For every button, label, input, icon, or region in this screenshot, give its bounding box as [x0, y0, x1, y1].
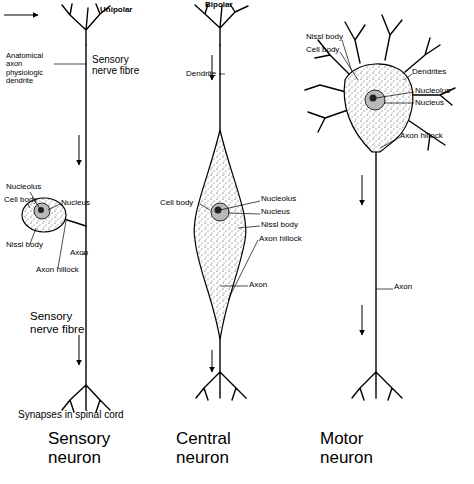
part-label: Axon — [394, 283, 424, 292]
part-label: Synapses in spinal cord — [18, 409, 158, 420]
part-label: Axon hillock — [400, 132, 470, 141]
part-label: Dendrites — [412, 68, 472, 77]
part-label: Nucleolus — [415, 87, 473, 96]
part-label: Nucleolus — [6, 183, 56, 192]
part-label: Nucleolus — [261, 195, 321, 204]
part-label: Nucleus — [61, 199, 111, 208]
part-label: Cell body — [306, 46, 356, 55]
part-label: Nucleus — [261, 208, 321, 217]
part-label: Motor neuron — [320, 430, 415, 467]
part-label: Dendrite — [186, 70, 226, 79]
part-label: Bipolar — [205, 1, 265, 10]
part-label: Anatomical axon physiologic dendrite — [6, 52, 58, 85]
part-label: Nissl body — [306, 33, 356, 42]
leader-lines — [28, 40, 414, 300]
part-label: Nucleus — [415, 99, 473, 108]
part-label: Nissl body — [261, 221, 321, 230]
part-label: Sensory neuron — [48, 430, 143, 467]
part-label: Sensory nerve fibre — [30, 310, 100, 335]
part-label: Cell body — [4, 196, 54, 205]
part-label: Central neuron — [176, 430, 271, 467]
part-label: Unipolar — [100, 6, 160, 15]
part-label: Axon hillock — [259, 235, 329, 244]
pointer-arrow — [4, 15, 38, 16]
part-label: Axon — [249, 281, 279, 290]
part-label: Cell body — [160, 199, 210, 208]
part-label: Axon hillock — [36, 266, 106, 275]
part-label: Nissl body — [6, 241, 56, 250]
part-label: Sensory nerve fibre — [92, 54, 152, 76]
part-label: Axon — [70, 249, 100, 258]
central-neuron — [194, 4, 248, 400]
